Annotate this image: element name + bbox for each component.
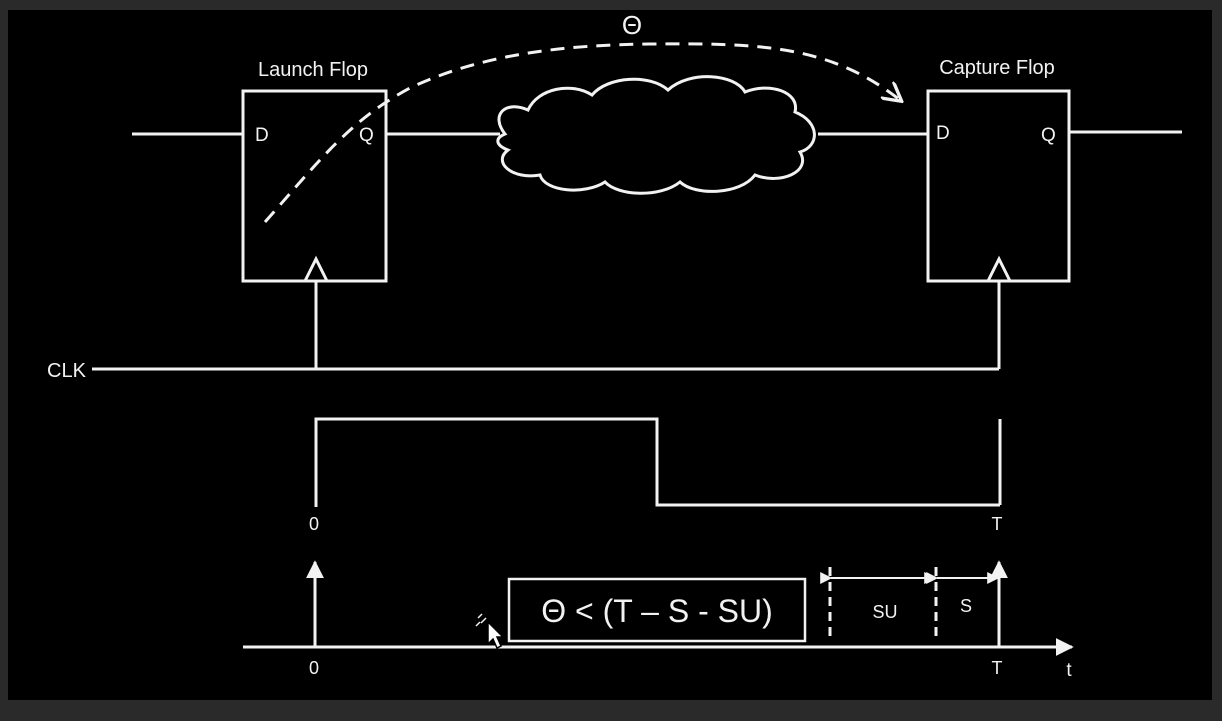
waveform-period-label: T xyxy=(992,514,1003,534)
capture-flop-title: Capture Flop xyxy=(939,57,1055,79)
skew-label: S xyxy=(960,596,972,616)
timeline-period-label: T xyxy=(992,658,1003,678)
equation-box xyxy=(507,577,807,643)
clk-label: CLK xyxy=(47,360,87,382)
timeline-origin-label: 0 xyxy=(309,658,319,678)
waveform-start-label: 0 xyxy=(309,514,319,534)
combinational-logic-cloud xyxy=(496,75,816,195)
timing-equation: Θ < (T – S - SU) xyxy=(541,593,772,629)
clock-waveform xyxy=(314,417,1000,507)
capture-q-pin-label: Q xyxy=(1041,125,1056,146)
pointer-icon xyxy=(475,613,505,650)
capture-flop-box xyxy=(926,89,1071,283)
launch-d-pin-label: D xyxy=(255,125,269,146)
launch-clock-triangle xyxy=(303,255,329,282)
path-delay-label: Θ xyxy=(622,10,642,40)
timing-diagram: Θ Launch Flop D Q Capture Flop D Q CLK 0… xyxy=(8,10,1212,700)
capture-clock-triangle xyxy=(986,255,1012,282)
launch-flop-title: Launch Flop xyxy=(258,59,368,81)
capture-d-pin-label: D xyxy=(936,123,950,144)
launch-q-pin-label: Q xyxy=(359,125,374,146)
setup-label: SU xyxy=(872,602,897,622)
time-axis-label: t xyxy=(1066,660,1072,681)
diagram-canvas: Θ Launch Flop D Q Capture Flop D Q CLK 0… xyxy=(47,10,1182,681)
path-delay-arrow xyxy=(263,42,900,223)
